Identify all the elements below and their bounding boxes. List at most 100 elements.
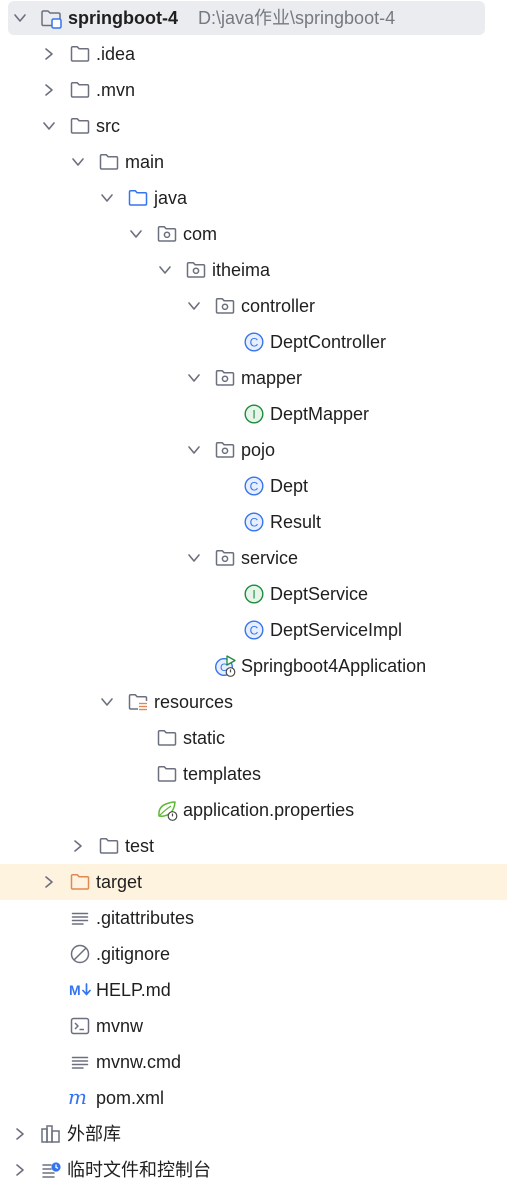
tree-row-package-controller[interactable]: controller xyxy=(0,288,507,324)
tree-row-package-com[interactable]: com xyxy=(0,216,507,252)
svg-text:C: C xyxy=(250,515,259,529)
folder-icon xyxy=(99,838,119,854)
tree-row-label: Result xyxy=(270,512,322,532)
chevron-right-icon[interactable] xyxy=(41,81,57,99)
tree-row-interface-deptmapper[interactable]: I DeptMapper xyxy=(0,396,507,432)
tree-row-folder-java[interactable]: java xyxy=(0,180,507,216)
spring-boot-app-icon: C xyxy=(214,655,236,677)
tree-row-file-application-properties[interactable]: application.properties xyxy=(0,792,507,828)
tree-row-label: target xyxy=(96,872,143,892)
root-project-name: springboot-4 xyxy=(68,8,178,28)
package-icon xyxy=(215,370,235,386)
chevron-down-icon[interactable] xyxy=(186,369,202,387)
tree-row-label: DeptService xyxy=(270,584,369,604)
tree-row-folder-target[interactable]: target xyxy=(0,864,507,900)
tree-row-file-gitignore[interactable]: .gitignore xyxy=(0,936,507,972)
chevron-down-icon[interactable] xyxy=(70,153,86,171)
package-icon xyxy=(186,262,206,278)
chevron-down-icon[interactable] xyxy=(99,693,115,711)
class-icon: C xyxy=(244,476,264,496)
tree-row-file-help-md[interactable]: M HELP.md xyxy=(0,972,507,1008)
tree-row-label: service xyxy=(241,548,299,568)
tree-root-springboot-4[interactable]: springboot-4 D:\java作业\springboot-4 xyxy=(0,0,507,36)
class-icon: C xyxy=(244,620,264,640)
tree-row-label: pom.xml xyxy=(96,1088,165,1108)
tree-row-class-result[interactable]: C Result xyxy=(0,504,507,540)
tree-row-label: templates xyxy=(183,764,262,784)
tree-row-package-itheima[interactable]: itheima xyxy=(0,252,507,288)
tree-row-class-deptserviceimpl[interactable]: C DeptServiceImpl xyxy=(0,612,507,648)
chevron-right-icon[interactable] xyxy=(12,1161,28,1179)
tree-row-folder-mvn[interactable]: .mvn xyxy=(0,72,507,108)
package-icon xyxy=(215,550,235,566)
tree-row-label: DeptMapper xyxy=(270,404,370,424)
maven-icon: m xyxy=(69,1087,87,1109)
tree-row-label: main xyxy=(125,152,165,172)
tree-row-label: pojo xyxy=(241,440,276,460)
folder-icon xyxy=(70,82,90,98)
chevron-right-icon[interactable] xyxy=(70,837,86,855)
class-icon: C xyxy=(244,512,264,532)
chevron-down-icon[interactable] xyxy=(41,117,57,135)
tree-row-label: Springboot4Application xyxy=(241,656,427,676)
text-file-icon xyxy=(71,1056,89,1069)
tree-row-label: 临时文件和控制台 xyxy=(67,1160,211,1180)
svg-text:C: C xyxy=(250,479,259,493)
ignore-file-icon xyxy=(70,944,90,964)
svg-text:M: M xyxy=(69,982,81,998)
chevron-down-icon[interactable] xyxy=(186,297,202,315)
spring-properties-icon xyxy=(158,801,178,821)
tree-row-package-mapper[interactable]: mapper xyxy=(0,360,507,396)
package-icon xyxy=(215,442,235,458)
svg-text:C: C xyxy=(250,623,259,637)
row-highlight xyxy=(0,864,507,900)
tree-row-file-mvnw-cmd[interactable]: mvnw.cmd xyxy=(0,1044,507,1080)
package-icon xyxy=(157,226,177,242)
tree-row-package-service[interactable]: service xyxy=(0,540,507,576)
tree-row-external-libraries[interactable]: 外部库 xyxy=(0,1116,507,1152)
tree-row-class-springboot4application[interactable]: C Springboot4Application xyxy=(0,648,507,684)
chevron-down-icon[interactable] xyxy=(186,441,202,459)
chevron-down-icon[interactable] xyxy=(99,189,115,207)
tree-row-folder-idea[interactable]: .idea xyxy=(0,36,507,72)
tree-row-label: resources xyxy=(154,692,234,712)
chevron-right-icon[interactable] xyxy=(41,873,57,891)
tree-row-folder-main[interactable]: main xyxy=(0,144,507,180)
folder-icon xyxy=(157,730,177,746)
chevron-down-icon[interactable] xyxy=(12,9,28,27)
tree-row-folder-test[interactable]: test xyxy=(0,828,507,864)
tree-row-folder-templates[interactable]: templates xyxy=(0,756,507,792)
package-icon xyxy=(215,298,235,314)
chevron-down-icon[interactable] xyxy=(186,549,202,567)
tree-row-label: DeptServiceImpl xyxy=(270,620,403,640)
svg-text:C: C xyxy=(220,662,228,674)
chevron-right-icon[interactable] xyxy=(41,45,57,63)
interface-icon: I xyxy=(244,404,264,424)
tree-row-label: HELP.md xyxy=(96,980,171,1000)
tree-row-folder-static[interactable]: static xyxy=(0,720,507,756)
tree-row-file-pom-xml[interactable]: m pom.xml xyxy=(0,1080,507,1116)
tree-row-file-mvnw[interactable]: mvnw xyxy=(0,1008,507,1044)
tree-row-label: controller xyxy=(241,296,316,316)
markdown-icon: M xyxy=(69,982,91,998)
svg-text:I: I xyxy=(252,587,255,601)
chevron-down-icon[interactable] xyxy=(157,261,173,279)
tree-row-file-gitattributes[interactable]: .gitattributes xyxy=(0,900,507,936)
chevron-down-icon[interactable] xyxy=(128,225,144,243)
folder-icon xyxy=(157,766,177,782)
chevron-right-icon[interactable] xyxy=(12,1125,28,1143)
tree-row-label: .mvn xyxy=(96,80,136,100)
tree-row-folder-src[interactable]: src xyxy=(0,108,507,144)
tree-row-label: mvnw xyxy=(96,1016,144,1036)
tree-row-interface-deptservice[interactable]: I DeptService xyxy=(0,576,507,612)
tree-row-package-pojo[interactable]: pojo xyxy=(0,432,507,468)
tree-row-label: static xyxy=(183,728,226,748)
tree-row-folder-resources[interactable]: resources xyxy=(0,684,507,720)
folder-icon xyxy=(99,154,119,170)
tree-row-label: mvnw.cmd xyxy=(96,1052,182,1072)
tree-row-scratches-and-consoles[interactable]: 临时文件和控制台 xyxy=(0,1152,507,1188)
module-icon xyxy=(41,10,62,29)
